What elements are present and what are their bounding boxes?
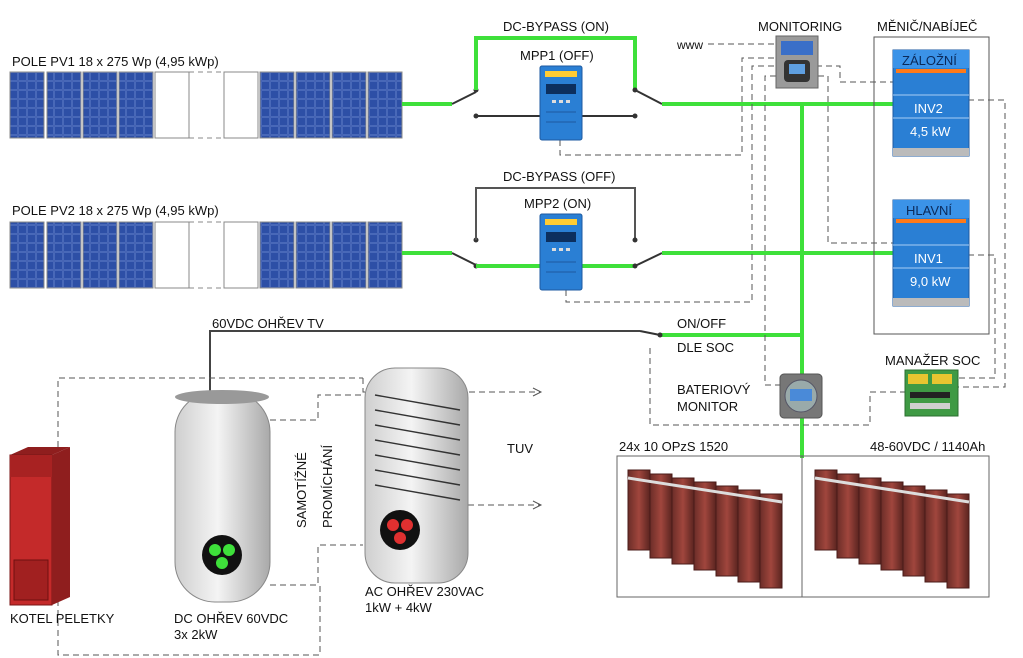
soc-manager-label: MANAŽER SOC: [885, 353, 981, 368]
pv-panel: [367, 71, 403, 139]
inv1-power: 9,0 kW: [910, 274, 951, 289]
tuv-label: TUV: [507, 441, 533, 456]
battery-monitor: [779, 373, 823, 419]
pv-panel: [331, 221, 367, 289]
inverter-title: MĚNIČ/NABÍJEČ: [877, 19, 978, 34]
ac-heating-tank: [364, 367, 469, 584]
switch-soc-label: DLE SOC: [677, 340, 735, 355]
heating-line-label: 60VDC OHŘEV TV: [212, 316, 324, 331]
pv-panel: [259, 71, 295, 139]
pv-panel: [46, 71, 82, 139]
bypass-2-path: [475, 187, 636, 240]
pv-panel: [259, 221, 295, 289]
pv-panel-placeholder: [154, 221, 190, 289]
www-label: www: [677, 38, 703, 52]
pv-panel-placeholder: [223, 71, 259, 139]
pv-panel: [331, 71, 367, 139]
pv2-label: POLE PV2 18 x 275 Wp (4,95 kWp): [12, 203, 219, 218]
pv-panel-placeholder: [154, 71, 190, 139]
inv2-name: INV2: [914, 101, 943, 116]
pv-panel: [46, 221, 82, 289]
pv-panel: [9, 71, 45, 139]
bypass-2-label: DC-BYPASS (OFF): [503, 169, 616, 184]
battery-left-label: 24x 10 OPzS 1520: [619, 439, 729, 454]
inverter-inv1: [892, 199, 970, 307]
inv2-power: 4,5 kW: [910, 124, 951, 139]
monitoring-device: [775, 35, 819, 89]
battery-right-label: 48-60VDC / 1140Ah: [870, 439, 986, 454]
pv-array-2: [9, 221, 403, 289]
inv1-name: INV1: [914, 251, 943, 266]
ac-tank-label-1: AC OHŘEV 230VAC: [365, 584, 484, 599]
mppt-2-label: MPP2 (ON): [524, 196, 592, 211]
mppt-1-label: MPP1 (OFF): [520, 48, 594, 63]
pv-panel: [295, 71, 331, 139]
mixing-label-1: SAMOTÍŽNÉ: [294, 452, 309, 528]
inverter-inv2: [892, 49, 970, 157]
mppt-1: [539, 65, 583, 141]
dc-heating-tank: [174, 390, 271, 603]
mixing-label-2: PROMÍCHÁNÍ: [320, 444, 335, 528]
switch-pv1-in: [451, 91, 477, 105]
pv-panel: [295, 221, 331, 289]
pv-panel-placeholder: [223, 221, 259, 289]
monitoring-label: MONITORING: [758, 19, 843, 34]
pv-panel: [82, 71, 118, 139]
switch-pv2-out: [634, 252, 663, 267]
ac-tank-label-2: 1kW + 4kW: [365, 600, 432, 615]
pv-panel: [9, 221, 45, 289]
inverter-frame: [873, 36, 990, 335]
inv2-role: ZÁLOŽNÍ: [902, 53, 957, 68]
battery-bank-left: [627, 469, 783, 589]
mppt-2: [539, 213, 583, 291]
switch-pv2-in: [451, 252, 477, 266]
inv1-role: HLAVNÍ: [906, 203, 952, 218]
bypass-1-label: DC-BYPASS (ON): [503, 19, 609, 34]
switch-on-off-label: ON/OFF: [677, 316, 727, 331]
control-lines: [57, 43, 1006, 656]
pellet-boiler: [9, 447, 70, 606]
pv-panel: [367, 221, 403, 289]
pv-panel: [82, 221, 118, 289]
battery-monitor-label-1: BATERIOVÝ: [677, 382, 751, 397]
bypass-1-path: [474, 36, 637, 90]
pv-panel: [118, 71, 154, 139]
switch-pv1-out: [634, 89, 663, 105]
battery-bank-frame: [616, 455, 990, 598]
pv-array-1: [9, 71, 403, 139]
pv-panel: [118, 221, 154, 289]
dc-tank-label-1: DC OHŘEV 60VDC: [174, 611, 289, 626]
battery-monitor-label-2: MONITOR: [677, 399, 739, 414]
dc-tank-label-2: 3x 2kW: [174, 627, 218, 642]
soc-manager: [904, 369, 959, 417]
pv1-label: POLE PV1 18 x 275 Wp (4,95 kWp): [12, 54, 219, 69]
boiler-label: KOTEL PELETKY: [10, 611, 115, 626]
battery-bank-right: [814, 469, 970, 589]
switch-heating: [639, 330, 661, 336]
